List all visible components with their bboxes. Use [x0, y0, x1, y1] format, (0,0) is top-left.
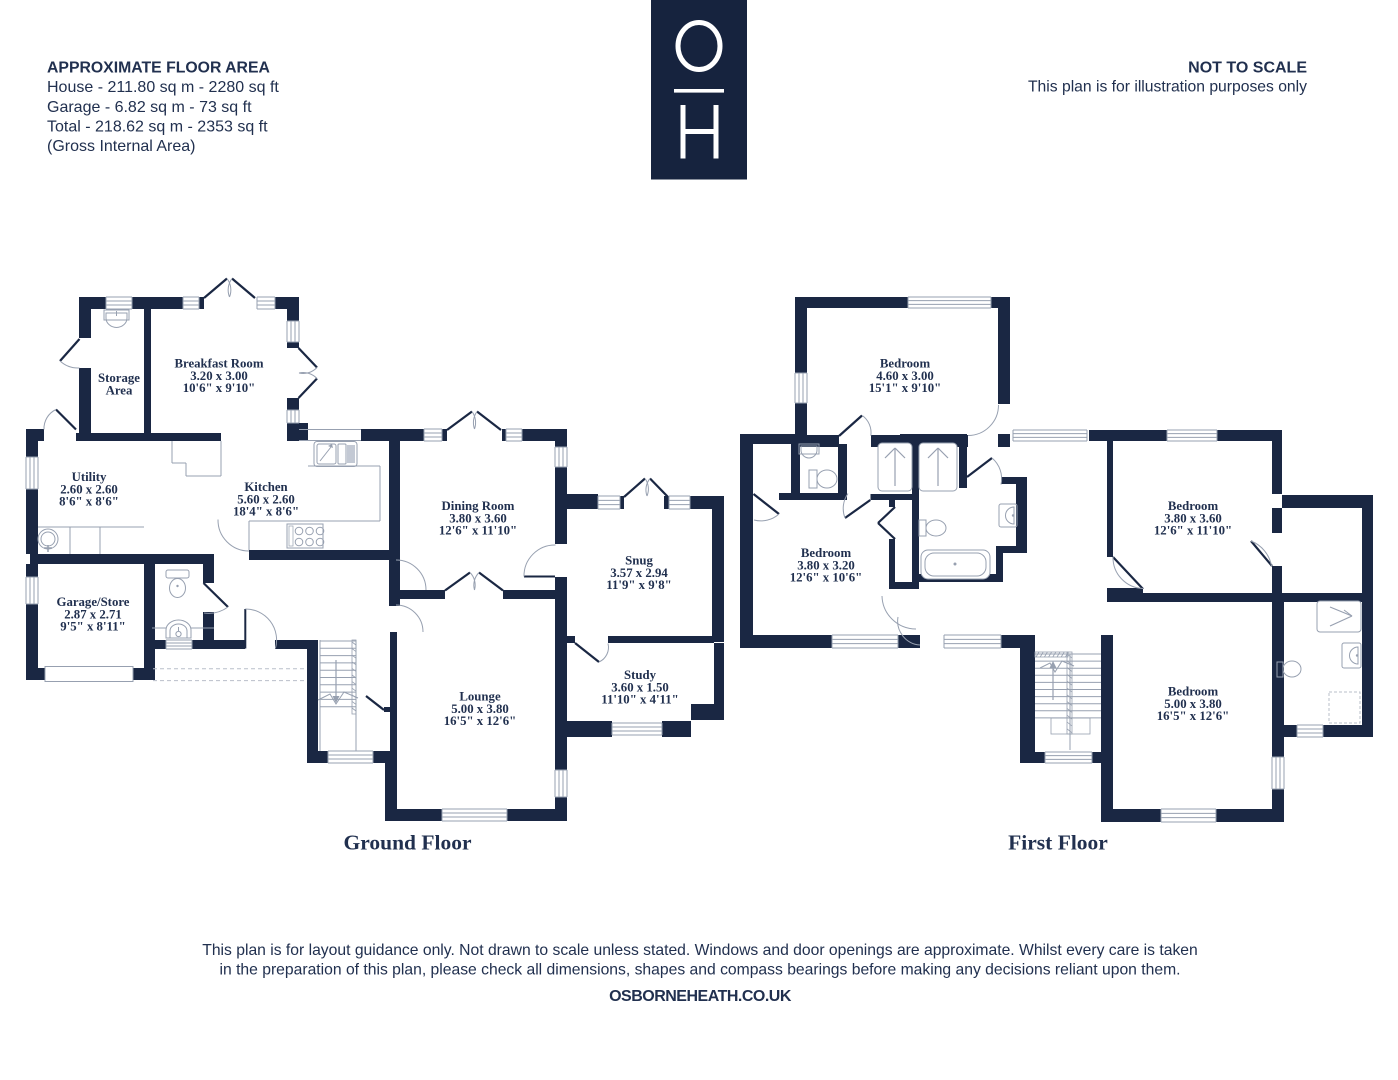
- svg-text:Area: Area: [106, 383, 133, 397]
- svg-text:3.60 x 1.50: 3.60 x 1.50: [611, 680, 669, 694]
- svg-text:Total - 218.62 sq m - 2353 sq: Total - 218.62 sq m - 2353 sq ft: [47, 119, 268, 136]
- svg-text:Lounge: Lounge: [459, 690, 501, 704]
- svg-text:Garage/Store: Garage/Store: [57, 595, 130, 609]
- svg-text:Breakfast Room: Breakfast Room: [175, 357, 264, 371]
- svg-text:Utility: Utility: [72, 470, 107, 484]
- svg-text:This plan is for illustration: This plan is for illustration purposes o…: [1028, 79, 1307, 96]
- svg-text:Kitchen: Kitchen: [244, 480, 287, 494]
- svg-text:Garage - 6.82 sq m - 73 sq ft: Garage - 6.82 sq m - 73 sq ft: [47, 99, 252, 116]
- svg-text:10'6" x 9'10": 10'6" x 9'10": [183, 381, 256, 395]
- svg-text:3.80 x 3.60: 3.80 x 3.60: [1164, 511, 1222, 525]
- svg-text:5.00 x 3.80: 5.00 x 3.80: [451, 702, 509, 716]
- svg-text:4.60 x 3.00: 4.60 x 3.00: [876, 369, 934, 383]
- svg-text:16'5" x 12'6": 16'5" x 12'6": [444, 714, 517, 728]
- svg-text:in the preparation of this pla: in the preparation of this plan, please …: [220, 962, 1181, 979]
- svg-text:11'9" x 9'8": 11'9" x 9'8": [606, 578, 671, 592]
- svg-text:11'10" x 4'11": 11'10" x 4'11": [601, 693, 679, 707]
- svg-text:3.80 x 3.60: 3.80 x 3.60: [449, 511, 507, 525]
- svg-text:16'5" x 12'6": 16'5" x 12'6": [1157, 709, 1230, 723]
- svg-text:12'6" x 10'6": 12'6" x 10'6": [790, 571, 863, 585]
- svg-text:Snug: Snug: [625, 554, 653, 568]
- svg-text:Bedroom: Bedroom: [1168, 685, 1219, 699]
- svg-text:Storage: Storage: [98, 371, 140, 385]
- svg-text:Bedroom: Bedroom: [880, 357, 931, 371]
- svg-text:Bedroom: Bedroom: [801, 546, 852, 560]
- svg-text:First Floor: First Floor: [1008, 831, 1108, 855]
- svg-text:Ground Floor: Ground Floor: [343, 831, 471, 855]
- svg-text:5.00 x 3.80: 5.00 x 3.80: [1164, 697, 1222, 711]
- svg-text:Study: Study: [624, 668, 657, 682]
- svg-text:APPROXIMATE FLOOR AREA: APPROXIMATE FLOOR AREA: [47, 60, 270, 77]
- svg-text:This plan is for layout guidan: This plan is for layout guidance only. N…: [202, 942, 1198, 959]
- svg-text:Dining Room: Dining Room: [442, 499, 515, 513]
- svg-text:12'6" x 11'10": 12'6" x 11'10": [1154, 524, 1232, 538]
- svg-text:5.60 x 2.60: 5.60 x 2.60: [237, 492, 295, 506]
- svg-text:(Gross Internal Area): (Gross Internal Area): [47, 138, 196, 155]
- svg-text:18'4" x 8'6": 18'4" x 8'6": [233, 505, 299, 519]
- svg-text:3.20 x 3.00: 3.20 x 3.00: [190, 369, 248, 383]
- svg-text:House - 211.80 sq m - 2280 sq: House - 211.80 sq m - 2280 sq ft: [47, 79, 279, 96]
- svg-text:3.57 x 2.94: 3.57 x 2.94: [610, 566, 668, 580]
- svg-text:NOT TO SCALE: NOT TO SCALE: [1188, 60, 1307, 77]
- svg-text:8'6" x 8'6": 8'6" x 8'6": [59, 495, 119, 509]
- svg-text:15'1" x 9'10": 15'1" x 9'10": [869, 381, 942, 395]
- svg-text:2.60 x 2.60: 2.60 x 2.60: [60, 482, 118, 496]
- svg-text:3.80 x 3.20: 3.80 x 3.20: [797, 558, 855, 572]
- svg-text:Bedroom: Bedroom: [1168, 499, 1219, 513]
- svg-text:2.87 x 2.71: 2.87 x 2.71: [64, 607, 122, 621]
- svg-text:9'5" x 8'11": 9'5" x 8'11": [60, 620, 125, 634]
- svg-text:12'6" x 11'10": 12'6" x 11'10": [439, 524, 517, 538]
- svg-text:OSBORNEHEATH.CO.UK: OSBORNEHEATH.CO.UK: [609, 988, 792, 1005]
